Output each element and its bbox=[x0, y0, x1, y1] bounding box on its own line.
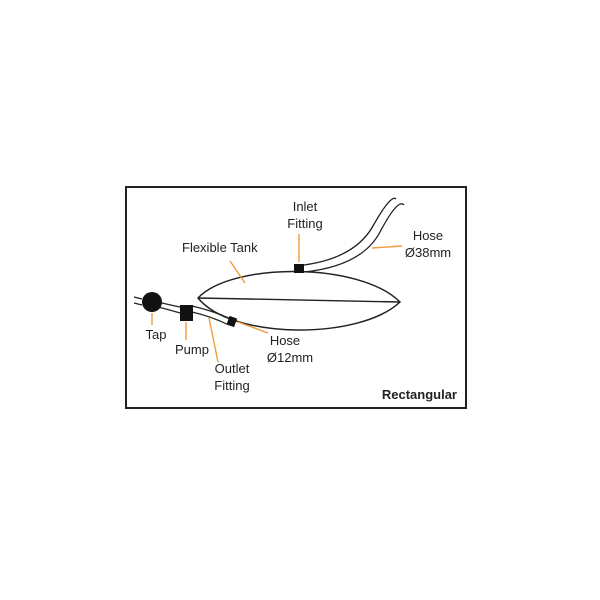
label-tap: Tap bbox=[146, 327, 167, 342]
label-inlet-line2: Fitting bbox=[287, 216, 322, 231]
label-hose-large-line2: Ø38mm bbox=[405, 245, 451, 260]
small-hose-upper bbox=[191, 305, 230, 319]
label-hose-small-line1: Hose bbox=[270, 333, 300, 348]
leader-outlet bbox=[208, 317, 219, 363]
pump bbox=[180, 305, 193, 321]
label-inlet-line1: Inlet bbox=[293, 199, 318, 214]
large-hose-lower bbox=[303, 203, 405, 273]
tap bbox=[142, 292, 162, 312]
diagram-frame bbox=[125, 186, 467, 409]
tap-stub-lower bbox=[133, 302, 143, 306]
label-outlet-line2: Fitting bbox=[214, 378, 249, 393]
label-flexible-tank: Flexible Tank bbox=[182, 240, 258, 255]
leader-hose-large bbox=[371, 245, 403, 249]
leader-flexible-tank bbox=[229, 260, 246, 284]
label-hose-small-line2: Ø12mm bbox=[267, 350, 313, 365]
inlet-fitting bbox=[294, 264, 304, 273]
label-outlet-line1: Outlet bbox=[215, 361, 250, 376]
large-hose-upper bbox=[303, 197, 397, 266]
tap-hose-lower bbox=[157, 306, 181, 314]
small-hose-lower bbox=[191, 311, 230, 326]
leader-hose-small bbox=[237, 321, 269, 334]
tank-seam bbox=[197, 297, 401, 303]
outlet-fitting bbox=[226, 315, 238, 328]
tap-stub-upper bbox=[133, 296, 143, 300]
label-hose-large-line1: Hose bbox=[413, 228, 443, 243]
label-shape-type: Rectangular bbox=[382, 387, 457, 402]
label-pump: Pump bbox=[175, 342, 209, 357]
